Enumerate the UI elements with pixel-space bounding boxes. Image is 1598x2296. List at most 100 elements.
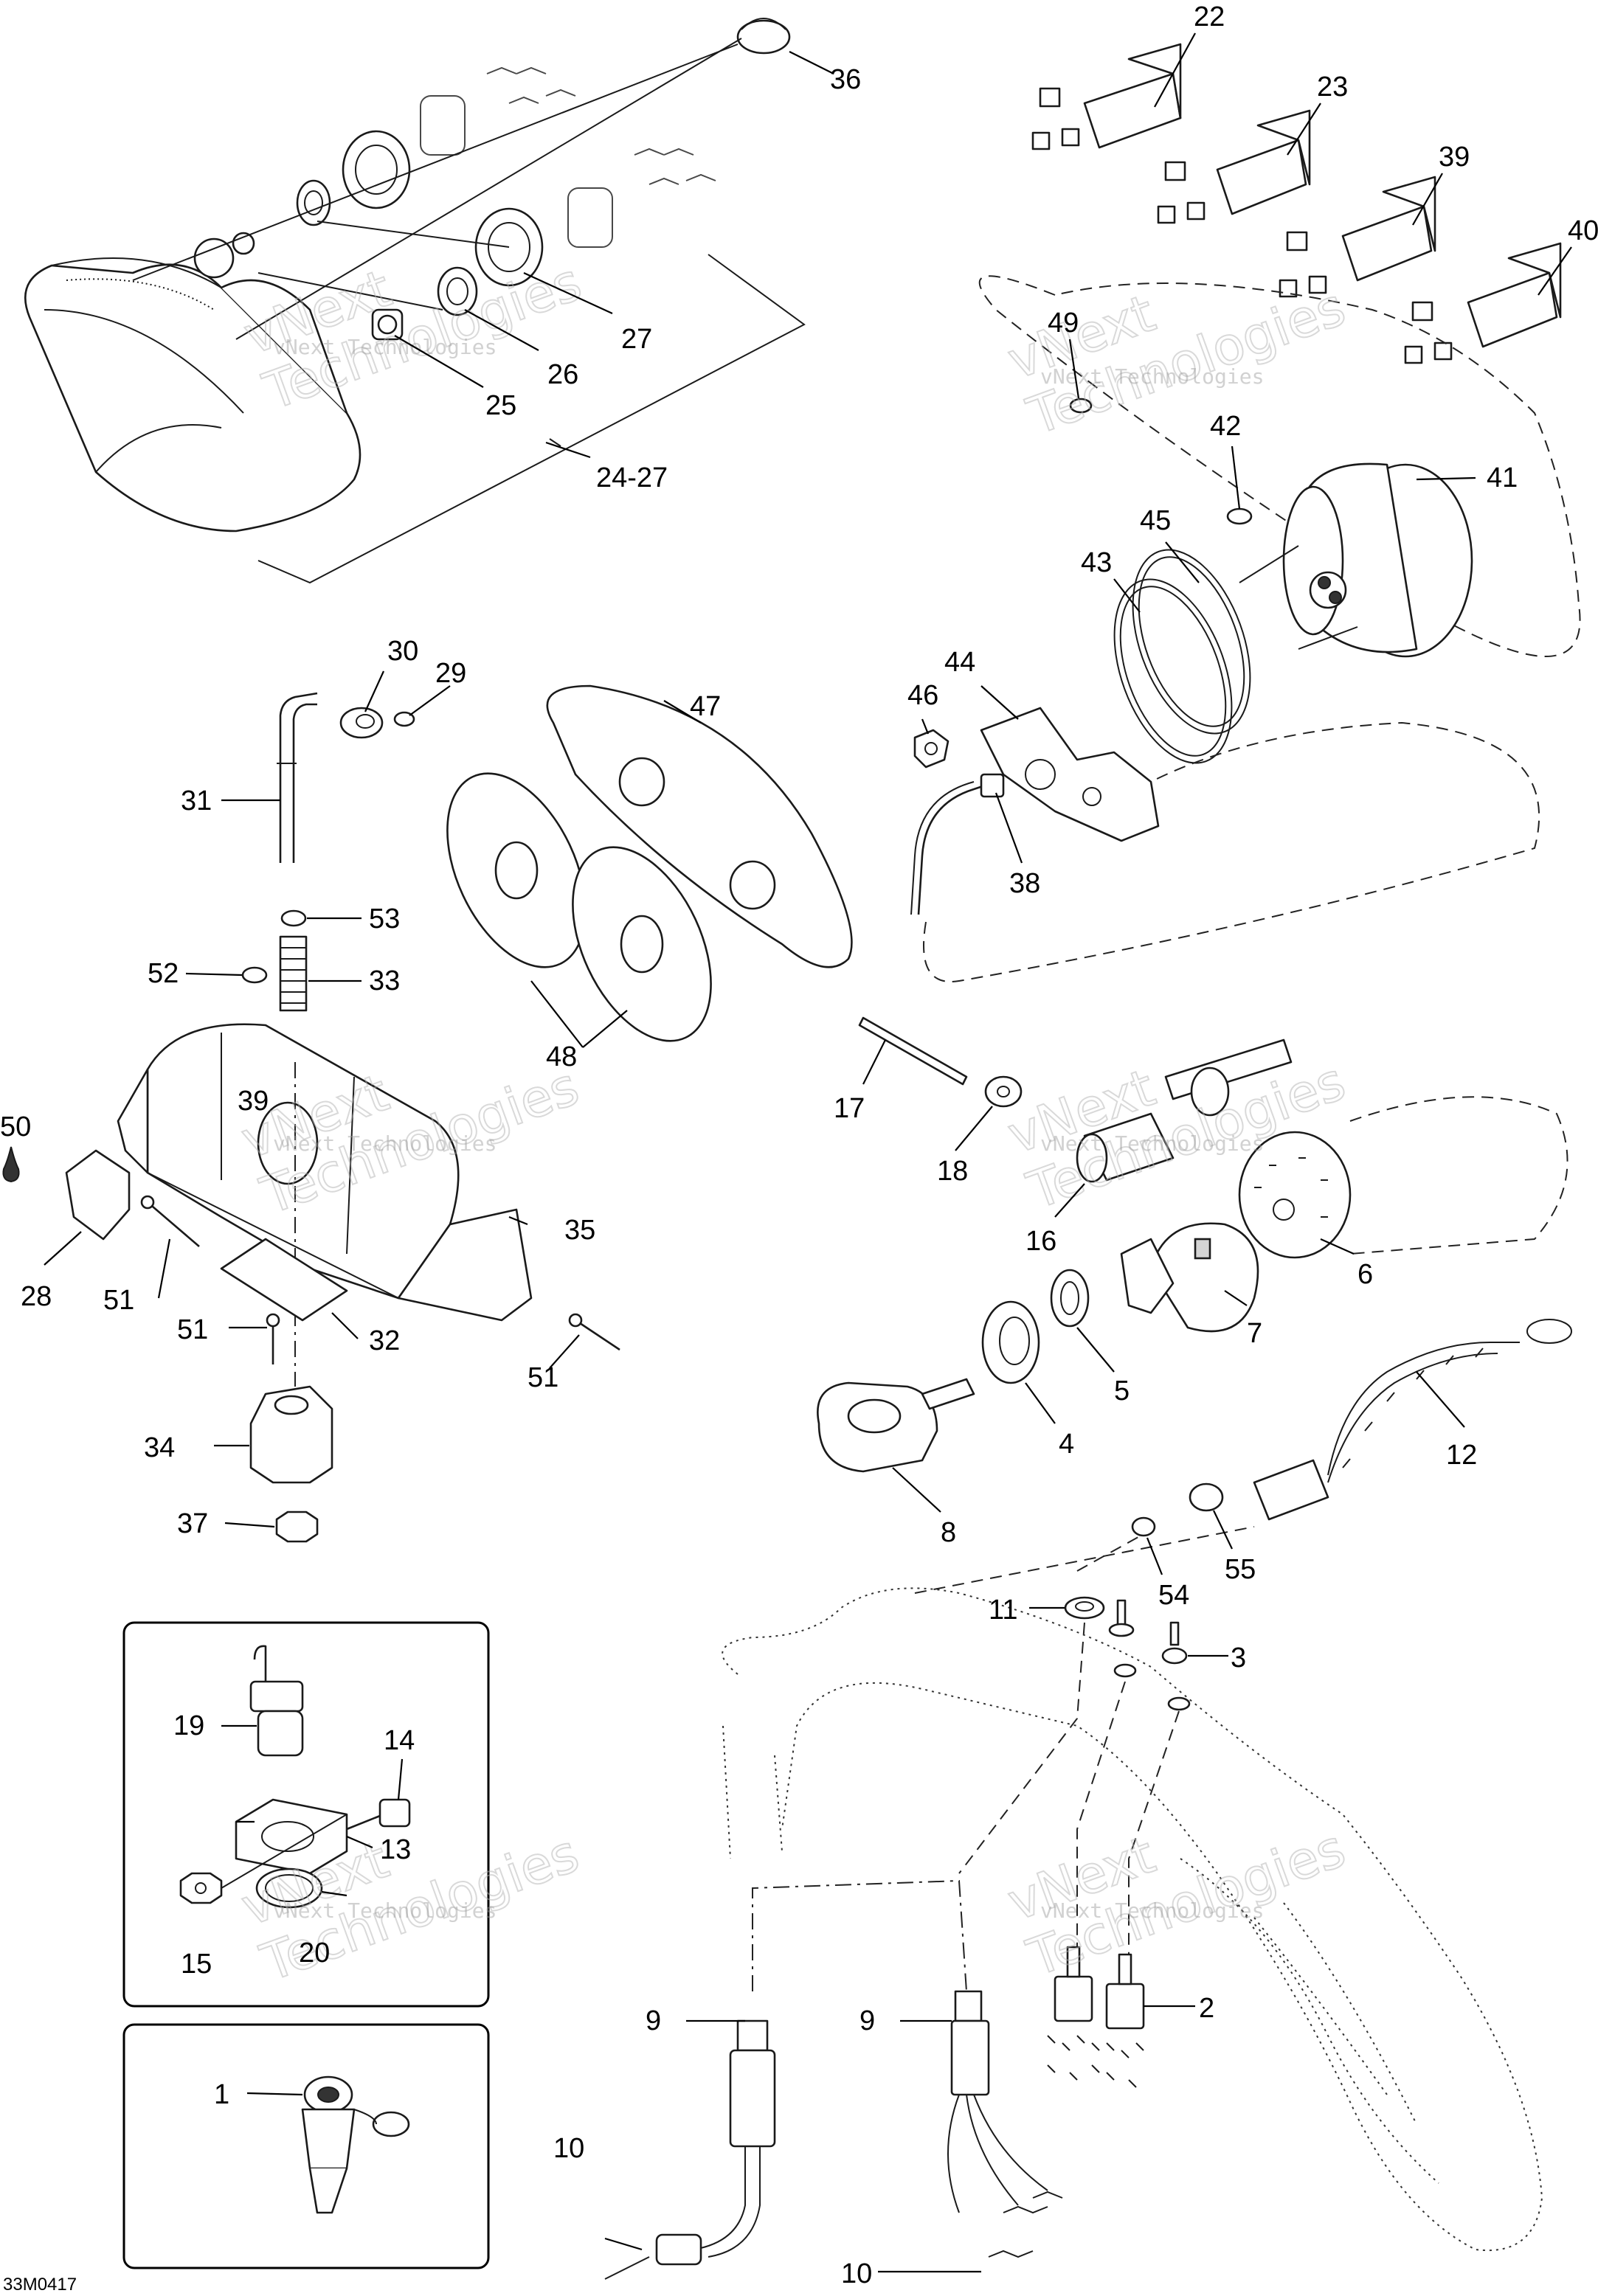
callout-16: 16: [1025, 1226, 1056, 1257]
callout-10-left: 10: [553, 2133, 584, 2164]
callout-11: 11: [989, 1595, 1017, 1626]
callout-5: 5: [1114, 1376, 1130, 1407]
callout-31: 31: [181, 785, 212, 816]
callout-2: 2: [1199, 1993, 1214, 2024]
callout-41: 41: [1487, 462, 1518, 493]
bulb-25: [193, 232, 255, 279]
plate-32: [220, 1238, 348, 1322]
svg-text:vNext Technologies: vNext Technologies: [273, 1131, 497, 1156]
washer-52: [241, 966, 268, 984]
callout-52: 52: [148, 958, 179, 989]
rod-17: [858, 1016, 968, 1086]
knob-34: [249, 1385, 333, 1484]
shaft-16b: [1164, 1038, 1293, 1117]
callout-9-right: 9: [859, 2005, 875, 2036]
ring-20: [255, 1867, 323, 1909]
callout-3: 3: [1231, 1643, 1246, 1674]
connector-bundle: [420, 66, 716, 248]
switch-set: [1031, 43, 1562, 364]
switch-22: [1031, 43, 1182, 150]
callout-1: 1: [214, 2079, 229, 2110]
callout-4: 4: [1059, 1429, 1074, 1460]
callout-32: 32: [369, 1325, 400, 1356]
console-bracket-35: [117, 1023, 533, 1387]
wiring-harness: [604, 1879, 1145, 2280]
nut-5: [1050, 1269, 1090, 1328]
callout-20: 20: [299, 1938, 330, 1969]
callout-46: 46: [907, 680, 938, 711]
rivet-51b: [266, 1313, 280, 1364]
callout-8: 8: [941, 1517, 956, 1548]
callout-13: 13: [380, 1834, 411, 1865]
callout-40: 40: [1568, 215, 1598, 246]
cap-1: [301, 2075, 410, 2214]
drawing-reference: 33M0417: [3, 2275, 77, 2295]
callout-39-top: 39: [1439, 142, 1470, 173]
callout-38: 38: [1009, 868, 1040, 899]
switch-2-right: [1105, 1953, 1145, 2088]
callout-29: 29: [435, 658, 466, 689]
key-8: [817, 1378, 975, 1473]
callout-54: 54: [1158, 1580, 1189, 1611]
gauge-seal-43: [1113, 578, 1233, 764]
callout-51-right: 51: [528, 1362, 558, 1393]
grommet-11: [1064, 1596, 1105, 1620]
spring-33: [279, 935, 308, 1012]
callout-51-mid: 51: [177, 1314, 208, 1345]
callout-42: 42: [1210, 411, 1241, 442]
callout-45: 45: [1140, 505, 1171, 536]
callout-17: 17: [834, 1093, 865, 1124]
washer-18: [984, 1075, 1023, 1108]
switch-2-left: [1047, 1946, 1100, 2081]
callout-6: 6: [1357, 1259, 1373, 1290]
gauge-assembly: [910, 275, 1581, 982]
switch-23: [1157, 109, 1311, 224]
callout-48: 48: [546, 1041, 577, 1072]
callout-47: 47: [690, 691, 721, 722]
ignition-assembly: [817, 1016, 1572, 1537]
svg-text:vNext Technologies: vNext Technologies: [1040, 364, 1264, 389]
callout-36: 36: [830, 64, 861, 95]
callout-53: 53: [369, 904, 400, 934]
callout-19: 19: [173, 1710, 204, 1741]
watermark-6: vNext Technologies: [1000, 1817, 1354, 1989]
switch-7: [1120, 1222, 1259, 1333]
rivet-51c: [568, 1313, 620, 1351]
callout-22: 22: [1194, 1, 1225, 32]
callout-33: 33: [369, 965, 400, 996]
callout-14: 14: [384, 1725, 415, 1756]
callout-7: 7: [1247, 1318, 1262, 1349]
callout-23: 23: [1317, 72, 1348, 103]
washer-53: [280, 909, 307, 927]
callout-28: 28: [21, 1281, 52, 1312]
bracket-13: [235, 1798, 348, 1875]
lanyard-12: [1253, 1319, 1572, 1521]
callout-50: 50: [0, 1111, 31, 1142]
rivet-51a: [140, 1195, 200, 1247]
hull-deck-outline: [722, 1526, 1543, 2252]
callout-37: 37: [177, 1508, 208, 1539]
decal-plate-47: [546, 684, 853, 968]
switch-body-6: [1238, 1131, 1352, 1259]
grommet-30: [339, 707, 384, 739]
nut-37: [275, 1511, 319, 1543]
svg-text:vNext Technologies: vNext Technologies: [273, 1898, 497, 1923]
boot-4: [981, 1300, 1040, 1384]
callout-27: 27: [621, 324, 652, 355]
headlamp-assembly: [24, 18, 806, 584]
screw-14: [346, 1798, 411, 1831]
oil-drop-50: [2, 1146, 20, 1183]
callout-49: 49: [1048, 308, 1079, 339]
leader-lines: [44, 32, 1572, 2273]
connector-9-right: [947, 1990, 1063, 2258]
callout-24-27: 24-27: [596, 462, 668, 493]
svg-text:vNext Technologies: vNext Technologies: [273, 335, 497, 359]
gauge-seal-45: [1132, 549, 1251, 735]
socket-19: [249, 1645, 304, 1757]
callout-35: 35: [564, 1215, 595, 1246]
pivot-28: [65, 1149, 131, 1241]
callout-51-left: 51: [103, 1285, 134, 1316]
callout-26: 26: [547, 359, 578, 390]
callout-9-left: 9: [646, 2005, 661, 2036]
decal-disc-48-left: [446, 772, 587, 968]
